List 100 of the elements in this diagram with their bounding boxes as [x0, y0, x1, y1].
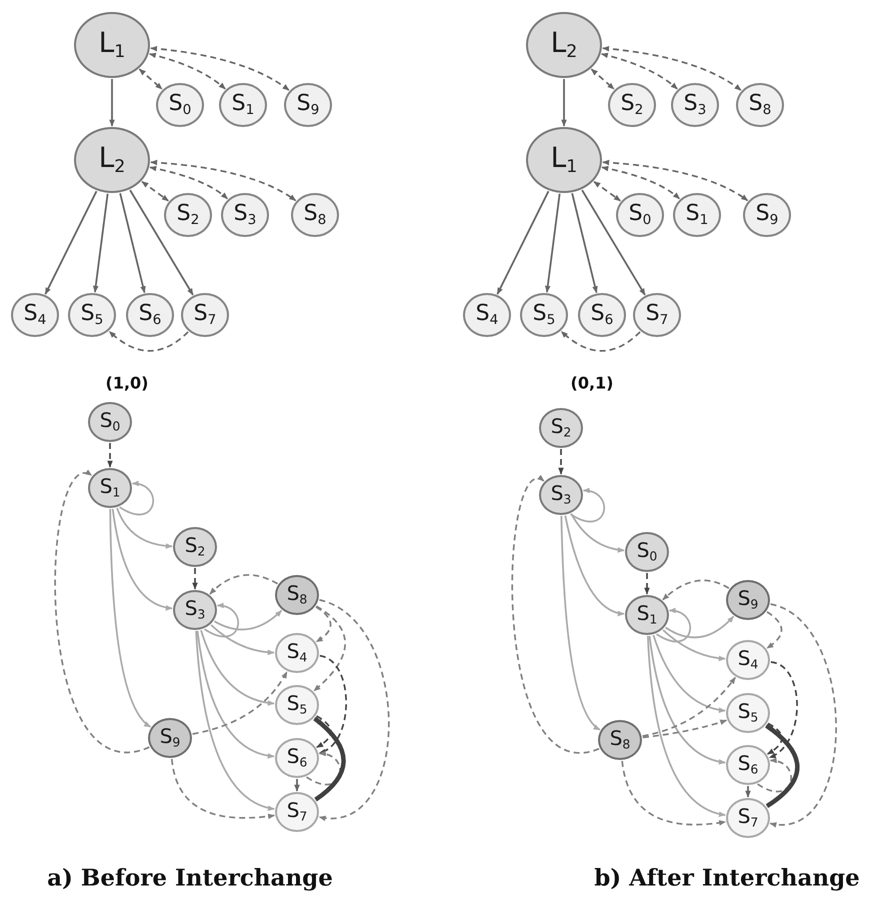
state-circle	[726, 693, 770, 733]
state-circle	[275, 738, 319, 778]
state-circle	[156, 83, 204, 127]
state-circle	[173, 590, 217, 630]
state-label: S$_{6}$	[590, 302, 614, 328]
state-label: S$_{0}$	[100, 410, 120, 434]
state-label: S$_{8}$	[304, 202, 326, 228]
state-label: L$_{1}$	[98, 28, 126, 62]
arrow	[560, 516, 600, 730]
state-circle	[520, 293, 568, 337]
state-circle	[625, 595, 669, 635]
state-label: S$_{2}$	[620, 92, 644, 118]
arrow	[112, 508, 173, 610]
state-label: S$_{3}$	[550, 483, 572, 507]
state-circle	[726, 798, 770, 838]
state-circle	[219, 83, 267, 127]
state-circle	[671, 83, 719, 127]
arrow	[621, 760, 726, 826]
tuple-label: (0,1)	[570, 374, 614, 392]
state-circle	[291, 193, 339, 237]
state-label: S$_{7}$	[646, 302, 668, 328]
state-label: S$_{4}$	[24, 302, 46, 328]
state-circle	[625, 532, 669, 572]
state-label: L$_{1}$	[550, 144, 578, 176]
state-label: S$_{3}$	[234, 202, 256, 228]
state-label: L$_{2}$	[550, 28, 578, 62]
state-label: S$_{6}$	[138, 302, 162, 328]
arrow	[560, 330, 641, 352]
arrow	[138, 68, 163, 90]
arrow	[646, 636, 726, 816]
arrow	[652, 634, 726, 713]
arrow	[313, 716, 346, 802]
state-circle	[164, 193, 212, 237]
state-circle	[633, 293, 681, 337]
arrow	[170, 758, 275, 819]
arrow	[662, 629, 726, 662]
state-label: S$_{4}$	[286, 641, 308, 665]
state-label: S$_{1}$	[636, 603, 658, 627]
state-label: S$_{4}$	[738, 648, 758, 672]
arrow	[765, 724, 800, 808]
arrow	[192, 671, 288, 735]
arrow	[316, 715, 332, 748]
arrow	[318, 599, 390, 820]
state-circle	[275, 685, 319, 725]
arrow	[195, 630, 275, 810]
state-circle	[181, 293, 229, 337]
arrow	[564, 515, 625, 616]
state-label: S$_{9}$	[738, 588, 758, 612]
arrow	[511, 477, 600, 754]
arrow	[150, 46, 290, 91]
state-label: S$_{5}$	[286, 693, 308, 717]
arrow	[214, 610, 282, 630]
arrow	[600, 52, 678, 90]
arrow	[602, 46, 742, 91]
arrow	[318, 654, 347, 754]
arrow	[210, 624, 275, 656]
arrow	[204, 603, 239, 638]
state-label: S$_{6}$	[286, 746, 308, 770]
state-label: S$_{0}$	[636, 540, 658, 564]
state-label: S$_{7}$	[738, 806, 758, 830]
state-circle	[726, 745, 770, 785]
state-label: S$_{4}$	[476, 302, 498, 328]
arrow	[107, 443, 113, 468]
arrow	[590, 68, 615, 90]
arrow	[601, 166, 680, 200]
arrow	[92, 194, 109, 293]
arrow	[770, 603, 837, 826]
state-label: S$_{9}$	[160, 726, 180, 750]
arrow	[656, 608, 691, 642]
arrow	[581, 190, 646, 296]
state-circle	[221, 193, 269, 237]
state-circle	[726, 580, 770, 620]
arrow	[141, 181, 169, 202]
state-circle	[148, 718, 192, 758]
arrow	[209, 574, 278, 595]
arrow	[54, 472, 150, 753]
state-circle	[608, 83, 656, 127]
arrow	[757, 758, 792, 792]
state-label: S$_{7}$	[286, 800, 308, 824]
state-label: S$_{2}$	[184, 535, 206, 559]
state-label: S$_{3}$	[684, 92, 706, 118]
tuple-label: (1,0)	[106, 374, 148, 392]
state-label: S$_{5}$	[80, 302, 104, 328]
state-label: S$_{0}$	[628, 202, 652, 228]
arrow	[558, 449, 564, 475]
state-circle	[88, 402, 132, 442]
arrow	[570, 513, 625, 552]
arrow	[544, 194, 561, 293]
arrow	[644, 573, 650, 595]
state-label: S$_{1}$	[232, 92, 254, 118]
arrow	[294, 779, 300, 792]
state-circle	[68, 293, 116, 337]
state-label: S$_{5}$	[532, 302, 556, 328]
state-label: S$_{0}$	[168, 92, 192, 118]
arrow	[313, 606, 346, 692]
arrow	[116, 508, 173, 549]
state-label: S$_{2}$	[550, 416, 572, 440]
panel-caption: b) After Interchange	[594, 864, 860, 892]
arrow	[196, 630, 275, 758]
arrow	[593, 181, 621, 202]
